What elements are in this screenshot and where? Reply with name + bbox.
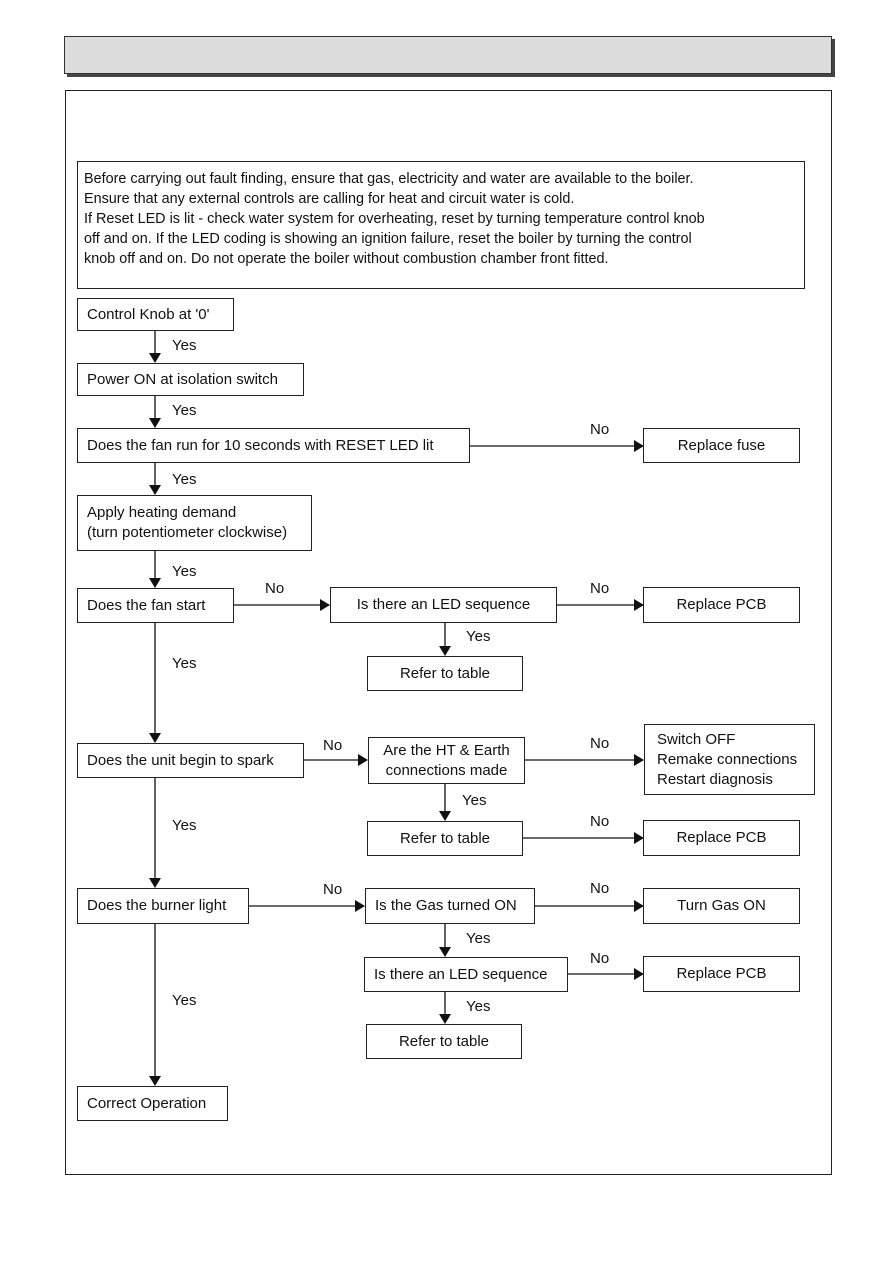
heating-demand-line-1: Apply heating demand xyxy=(87,504,237,521)
burner-label: Does the burner light xyxy=(87,897,227,914)
heating-demand-line-2: (turn potentiometer clockwise) xyxy=(87,524,288,541)
replace-pcb-box-1: Replace PCB xyxy=(643,587,800,623)
spark-box: Does the unit begin to spark xyxy=(77,743,304,778)
no-label: No xyxy=(590,735,610,752)
note-line: off and on. If the LED coding is showing… xyxy=(84,231,692,247)
flowchart-frame xyxy=(65,90,832,1175)
control-knob-box: Control Knob at '0' xyxy=(77,298,234,331)
refer-table-label-1: Refer to table xyxy=(399,664,491,682)
gas-on-question-box: Is the Gas turned ON xyxy=(365,888,535,924)
replace-pcb-label-2: Replace PCB xyxy=(676,829,767,846)
replace-fuse-label: Replace fuse xyxy=(677,436,766,454)
control-knob-label: Control Knob at '0' xyxy=(87,305,210,323)
no-label: No xyxy=(323,881,343,898)
refer-table-box-2: Refer to table xyxy=(367,821,523,856)
led-sequence-label-1: Is there an LED sequence xyxy=(356,596,531,613)
switch-off-box: Switch OFF Remake connections Restart di… xyxy=(644,724,815,795)
led-sequence-box-2: Is there an LED sequence xyxy=(364,957,568,992)
note-line: knob off and on. Do not operate the boil… xyxy=(84,251,609,267)
no-label: No xyxy=(590,813,610,830)
note-line: If Reset LED is lit - check water system… xyxy=(84,211,705,227)
correct-operation-label: Correct Operation xyxy=(87,1094,207,1112)
no-label: No xyxy=(590,421,610,438)
fan-start-label: Does the fan start xyxy=(87,596,206,614)
yes-label: Yes xyxy=(172,337,197,354)
yes-label: Yes xyxy=(466,930,491,947)
replace-pcb-label-1: Replace PCB xyxy=(676,596,767,613)
yes-label: Yes xyxy=(466,998,491,1015)
spark-label: Does the unit begin to spark xyxy=(87,751,274,769)
yes-label: Yes xyxy=(462,792,487,809)
yes-label: Yes xyxy=(172,471,197,488)
replace-pcb-label-3: Replace PCB xyxy=(676,965,767,982)
fan-start-box: Does the fan start xyxy=(77,588,234,623)
heating-demand-box: Apply heating demand (turn potentiometer… xyxy=(77,495,312,551)
no-label: No xyxy=(323,737,343,754)
yes-label: Yes xyxy=(172,563,197,580)
page-header-bar xyxy=(64,36,832,74)
refer-table-box-1: Refer to table xyxy=(367,656,523,691)
power-on-label: Power ON at isolation switch xyxy=(87,370,278,388)
replace-fuse-box: Replace fuse xyxy=(643,428,800,463)
replace-pcb-box-3: Replace PCB xyxy=(643,956,800,992)
fan-run-box: Does the fan run for 10 seconds with RES… xyxy=(77,428,470,463)
no-label: No xyxy=(590,580,610,597)
led-sequence-box-1: Is there an LED sequence xyxy=(330,587,557,623)
yes-label: Yes xyxy=(172,992,197,1009)
yes-label: Yes xyxy=(466,628,491,645)
instructions-note: Before carrying out fault finding, ensur… xyxy=(77,161,805,289)
refer-table-box-3: Refer to table xyxy=(366,1024,522,1059)
switch-off-line: Switch OFF xyxy=(657,730,736,748)
remake-line: Remake connections xyxy=(657,750,798,768)
no-label: No xyxy=(265,580,285,597)
yes-label: Yes xyxy=(172,655,197,672)
restart-line: Restart diagnosis xyxy=(657,770,773,788)
note-line: Ensure that any external controls are ca… xyxy=(84,191,575,207)
fan-run-label: Does the fan run for 10 seconds with RES… xyxy=(87,436,434,454)
led-sequence-label-2: Is there an LED sequence xyxy=(374,965,548,983)
refer-table-label-3: Refer to table xyxy=(398,1032,490,1050)
no-label: No xyxy=(590,950,610,967)
turn-gas-on-label: Turn Gas ON xyxy=(677,897,766,914)
note-line: Before carrying out fault finding, ensur… xyxy=(84,171,694,187)
ht-earth-line-2: connections made xyxy=(385,761,508,779)
gas-on-question-label: Is the Gas turned ON xyxy=(375,897,517,914)
power-on-box: Power ON at isolation switch xyxy=(77,363,304,396)
burner-box: Does the burner light xyxy=(77,888,249,924)
replace-pcb-box-2: Replace PCB xyxy=(643,820,800,856)
ht-earth-line-1: Are the HT & Earth xyxy=(383,741,510,759)
refer-table-label-2: Refer to table xyxy=(399,829,491,847)
turn-gas-on-box: Turn Gas ON xyxy=(643,888,800,924)
yes-label: Yes xyxy=(172,402,197,419)
correct-operation-box: Correct Operation xyxy=(77,1086,228,1121)
ht-earth-box: Are the HT & Earth connections made xyxy=(368,737,525,784)
no-label: No xyxy=(590,880,610,897)
yes-label: Yes xyxy=(172,817,197,834)
